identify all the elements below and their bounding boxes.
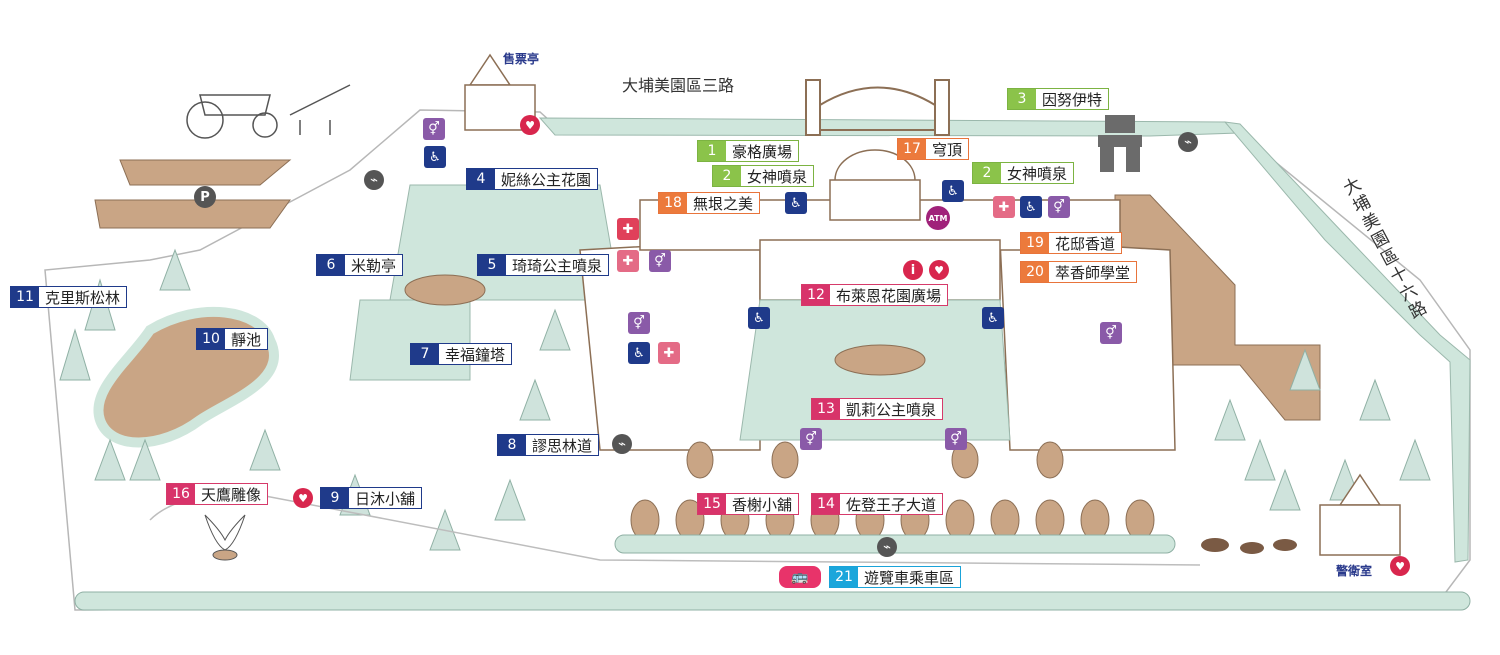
info-icon[interactable]: i — [903, 260, 923, 280]
ice-cream-icon[interactable]: ✚ — [993, 196, 1015, 218]
main-gate — [805, 79, 950, 136]
restroom-icon[interactable]: ⚥ — [1048, 196, 1070, 218]
bottom-hedge — [74, 591, 1471, 611]
accessible-icon[interactable]: ♿ — [628, 342, 650, 364]
smoking-area-icon[interactable]: ⌁ — [364, 170, 384, 190]
dome — [829, 149, 921, 221]
guard-room-label: 警衛室 — [1336, 564, 1373, 578]
accessible-icon[interactable]: ♿ — [424, 146, 446, 168]
aed-icon[interactable]: ♥ — [929, 260, 949, 280]
parking-icon[interactable]: P — [194, 186, 216, 208]
avenue-trees — [630, 441, 1155, 541]
aed-icon[interactable]: ♥ — [1390, 556, 1410, 576]
eagle-statue — [204, 514, 246, 561]
accessible-icon[interactable]: ♿ — [1020, 196, 1042, 218]
smoking-area-icon[interactable]: ⌁ — [1178, 132, 1198, 152]
fountains — [404, 274, 926, 376]
restroom-icon[interactable]: ⚥ — [423, 118, 445, 140]
ice-cream-icon[interactable]: ✚ — [617, 250, 639, 272]
first-aid-icon[interactable]: ✚ — [617, 218, 639, 240]
restroom-icon[interactable]: ⚥ — [800, 428, 822, 450]
inukshuk-statue — [1098, 115, 1142, 172]
cats — [1201, 538, 1297, 554]
accessible-icon[interactable]: ♿ — [785, 192, 807, 214]
smoking-area-icon[interactable]: ⌁ — [877, 537, 897, 557]
accessible-icon[interactable]: ♿ — [982, 307, 1004, 329]
restroom-icon[interactable]: ⚥ — [649, 250, 671, 272]
restroom-icon[interactable]: ⚥ — [628, 312, 650, 334]
atm-icon[interactable]: ATM — [926, 206, 950, 230]
bus-icon[interactable]: 🚌 — [779, 566, 821, 588]
ticket-booth-label: 售票亭 — [503, 52, 540, 66]
restroom-icon[interactable]: ⚥ — [945, 428, 967, 450]
carriage-illustration — [186, 84, 351, 139]
right-road-strip — [1223, 121, 1471, 563]
restroom-icon[interactable]: ⚥ — [1100, 322, 1122, 344]
aed-icon[interactable]: ♥ — [520, 115, 540, 135]
road-label-top: 大埔美園區三路 — [622, 76, 735, 95]
pine-trees — [59, 248, 1431, 551]
smoking-area-icon[interactable]: ⌁ — [612, 434, 632, 454]
accessible-icon[interactable]: ♿ — [748, 307, 770, 329]
aed-icon[interactable]: ♥ — [293, 488, 313, 508]
accessible-icon[interactable]: ♿ — [942, 180, 964, 202]
ice-cream-icon[interactable]: ✚ — [658, 342, 680, 364]
guard-room-building — [1319, 473, 1401, 556]
parking-area — [94, 159, 292, 229]
